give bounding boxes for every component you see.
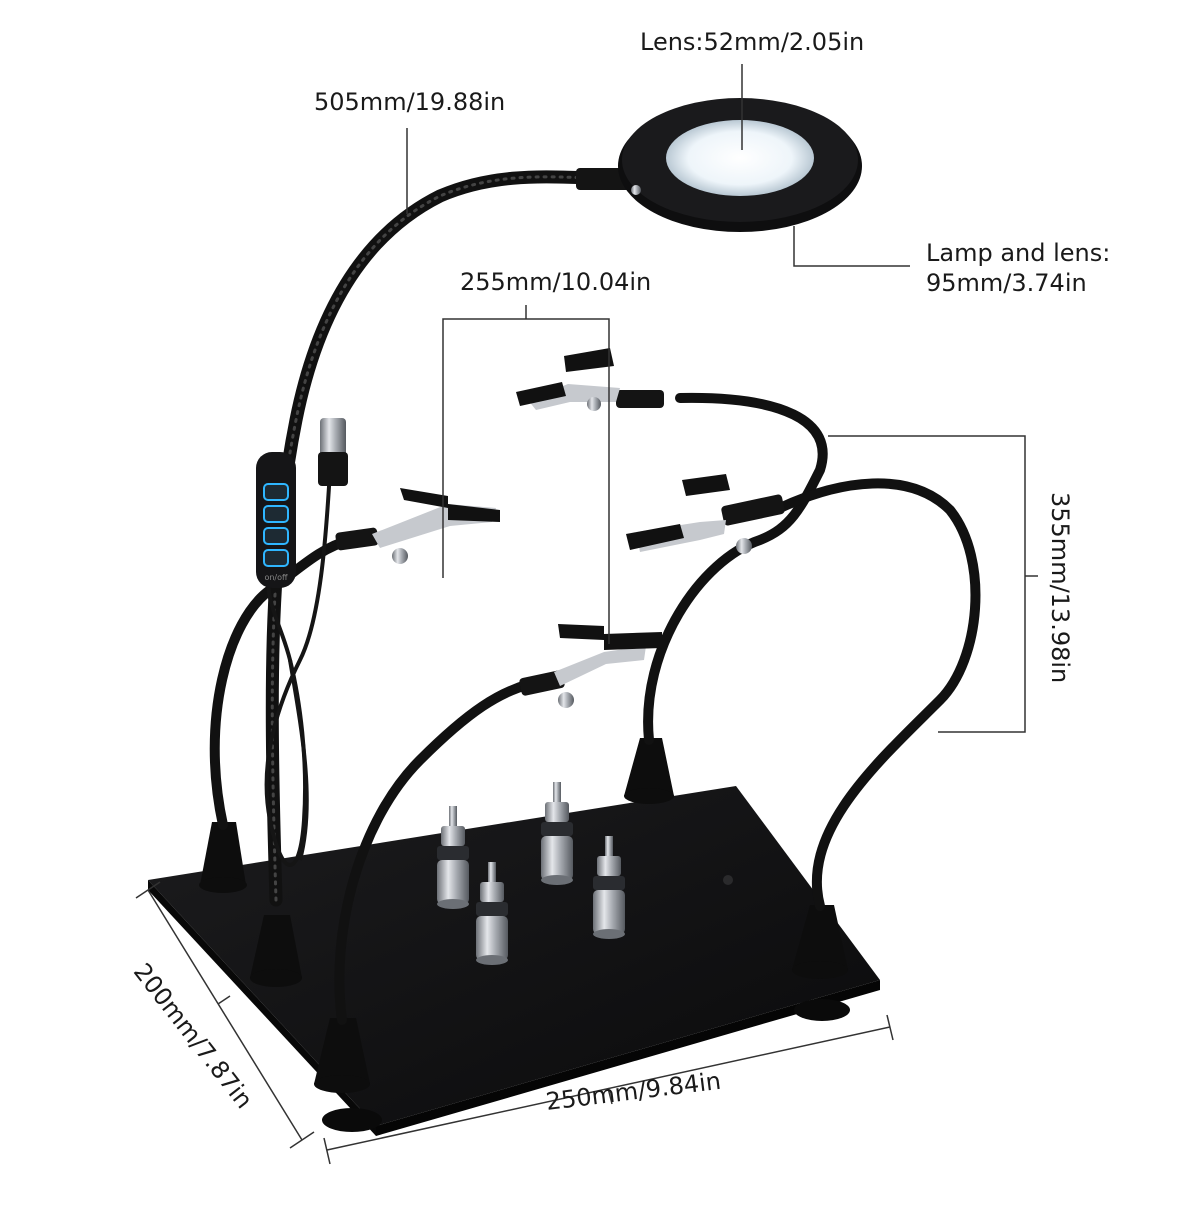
arm-sleeves [335, 168, 785, 696]
power-label: on/off [264, 573, 288, 582]
power-icon [263, 549, 289, 567]
alligator-clips [372, 348, 752, 708]
lamp-leader-line [793, 226, 910, 267]
depth-line [147, 889, 303, 1141]
lens-diameter-label: Lens:52mm/2.05in [640, 28, 865, 56]
usb-plug [318, 418, 348, 486]
lamp-size-label: Lamp and lens: 95mm/3.74in [926, 238, 1110, 298]
usb-cable [264, 469, 332, 867]
sun-plus-icon [263, 483, 289, 501]
magnetic-feet [199, 738, 848, 1093]
metal-pins [437, 782, 625, 965]
lamp-size-line2: 95mm/3.74in [926, 269, 1087, 297]
height-label: 355mm/13.98in [1046, 492, 1074, 684]
height-line [828, 435, 1026, 733]
dimension-lines [135, 64, 1038, 1165]
lamp-size-line1: Lamp and lens: [926, 239, 1111, 267]
mode-icon [263, 527, 289, 545]
sun-minus-icon [263, 505, 289, 523]
magnifier-lens [666, 120, 814, 196]
magnifier-lamp [618, 98, 862, 232]
gooseneck-arms [209, 170, 981, 1025]
clip-span-label: 255mm/10.04in [460, 268, 652, 296]
arm-length-label: 505mm/19.88in [314, 88, 506, 116]
controller-box: on/off [256, 452, 296, 588]
